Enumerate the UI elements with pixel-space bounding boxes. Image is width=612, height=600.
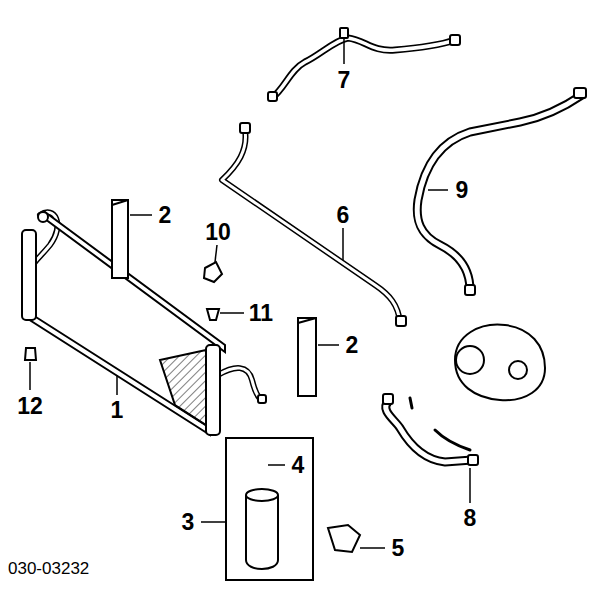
fittings <box>465 285 475 295</box>
leader-lines <box>30 38 470 548</box>
seal-strips <box>298 318 316 323</box>
leader-lines <box>428 189 448 191</box>
compressor <box>455 325 545 401</box>
tube-outlines <box>218 368 262 400</box>
tube-outlines <box>222 130 400 322</box>
callout-number: 11 <box>249 302 273 325</box>
condenser <box>160 350 206 425</box>
compressor <box>509 361 527 379</box>
receiver-drier <box>246 495 278 569</box>
callout-number: 6 <box>337 204 350 227</box>
tube-outlines <box>386 402 472 462</box>
condenser <box>45 212 225 352</box>
fittings <box>574 88 586 98</box>
fittings <box>258 395 266 403</box>
condenser <box>22 230 36 320</box>
leader-lines <box>116 375 118 395</box>
seal-strips <box>112 200 128 278</box>
small-parts <box>207 309 219 320</box>
leader-lines <box>29 362 31 390</box>
leader-lines <box>342 228 344 260</box>
fittings <box>396 316 406 326</box>
tube-outlines <box>222 130 400 322</box>
tube-outlines <box>417 95 582 290</box>
leader-lines <box>318 344 339 346</box>
condenser <box>38 212 48 222</box>
callout-number: 3 <box>182 511 195 534</box>
tube-outlines <box>410 398 470 450</box>
receiver-drier <box>226 438 313 580</box>
small-parts <box>25 348 36 360</box>
small-parts <box>328 525 360 552</box>
callout-number: 5 <box>392 537 405 560</box>
fittings <box>240 28 586 465</box>
leader-lines <box>343 38 345 64</box>
leader-lines <box>469 468 471 503</box>
callout-number: 1 <box>111 399 124 422</box>
fittings <box>468 455 478 465</box>
leader-lines <box>201 521 226 523</box>
fittings <box>383 394 393 404</box>
receiver-drier <box>226 438 313 580</box>
compressor <box>456 346 484 374</box>
leader-lines <box>220 312 244 314</box>
callout-number: 10 <box>205 221 231 244</box>
condenser <box>28 312 210 435</box>
leader-lines <box>215 245 217 262</box>
tube-outlines <box>272 38 455 98</box>
fittings <box>240 123 250 133</box>
small-parts <box>204 262 222 282</box>
leader-lines <box>360 547 385 549</box>
fittings <box>340 28 348 38</box>
receiver-drier <box>246 489 278 501</box>
seal-strips <box>298 318 316 396</box>
callout-number: 9 <box>456 179 469 202</box>
callout-number: 8 <box>464 507 477 530</box>
condenser <box>206 345 220 435</box>
callout-number: 2 <box>159 204 172 227</box>
seal-strips <box>112 200 316 396</box>
seal-strips <box>112 200 128 205</box>
leader-lines <box>268 464 285 466</box>
tube-outlines <box>31 38 582 462</box>
tube-outlines <box>218 368 262 400</box>
compressor <box>455 325 545 401</box>
diagram-code: 030-03232 <box>8 560 89 577</box>
callout-number: 2 <box>346 334 359 357</box>
tube-outlines <box>272 38 455 98</box>
leader-lines <box>130 214 152 216</box>
tube-outlines <box>417 95 582 290</box>
callout-number: 7 <box>338 69 351 92</box>
fittings <box>268 92 277 101</box>
fittings <box>450 35 460 45</box>
tube-outlines <box>386 402 472 462</box>
callout-number: 4 <box>292 454 305 477</box>
callout-number: 12 <box>17 395 43 418</box>
